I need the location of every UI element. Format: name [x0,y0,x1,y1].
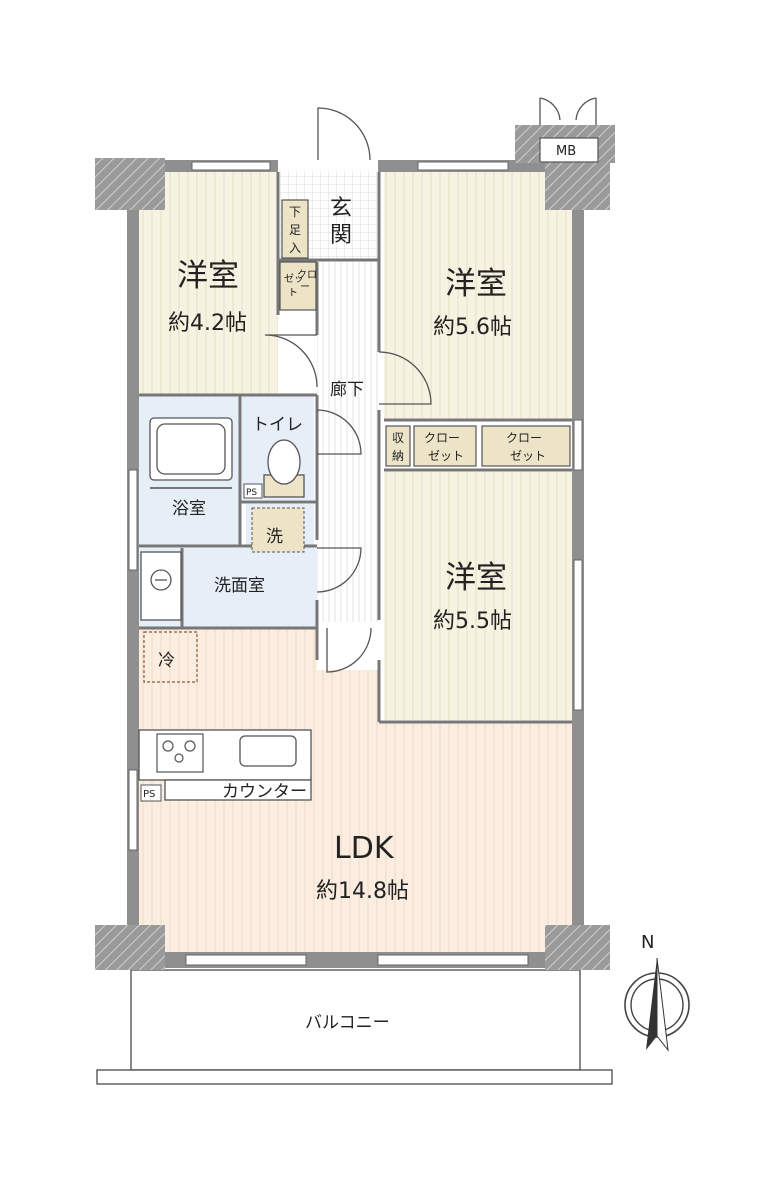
room-western2-area: 約5.6帖 [433,315,512,340]
entrance-label-1: 玄 [330,196,352,221]
washer-space [251,507,305,553]
ps-label-2: PS [143,789,155,800]
toilet-label: トイレ [252,415,303,435]
washbasin [140,551,182,621]
floor-western3 [384,472,572,720]
room-ldk-area: 約14.8帖 [316,879,409,904]
ps-box-2 [140,784,162,802]
floor-ldk [139,628,572,952]
floor-western2 [384,172,572,418]
room-western3-area: 約5.5帖 [433,609,512,634]
closet-b-label-2: ゼット [510,449,546,463]
ps-box-1 [243,483,263,499]
counter-bar [164,779,312,801]
balcony-rail [96,1069,613,1085]
room-western2-name: 洋室 [445,266,507,302]
toilet-fixture [263,439,305,498]
floor-balcony [130,969,581,1071]
room-western1-area: 約4.2帖 [168,311,247,336]
hallway-label: 廊下 [330,380,364,400]
washroom-label: 洗面室 [214,576,265,596]
bathtub [149,417,233,481]
floor-hallway [317,262,379,622]
closet-a-label-1: クロー [424,431,460,445]
shoe-box-label-3: 入 [289,241,301,255]
storage-box-label-1: 収 [392,431,404,445]
washer-label: 洗 [266,527,283,547]
windows [128,161,583,966]
balcony-label: バルコニー [305,1013,390,1033]
north-label: N [641,932,654,953]
shoe-box-label-1: 下 [289,205,301,219]
storage-box-label-2: 納 [392,449,404,463]
entrance-label-2: 関 [330,223,352,248]
counter-label: カウンター [222,782,307,802]
mb-box [539,137,599,163]
closet-small-label-1: クロ [297,269,317,281]
fridge-space [143,631,198,683]
room-western3-name: 洋室 [445,560,507,596]
closet-small-label-2: ー [300,282,310,293]
room-western1-name: 洋室 [177,258,239,294]
closet-small-label-3: ゼッ [284,273,304,285]
stove [156,733,204,773]
ps-label-1: PS [246,488,257,498]
sink [239,735,297,767]
fridge-label: 冷 [158,651,175,671]
closet-b-label-1: クロー [506,431,542,445]
mb-label: MB [556,144,576,159]
room-ldk-name: LDK [334,831,395,866]
north-compass [624,957,690,1052]
storage-fills [279,199,571,467]
doors [264,97,597,673]
closet-small-label-4: ト [288,288,298,299]
closet-a-label-2: ゼット [428,449,464,463]
bathroom-label: 浴室 [172,499,206,519]
shoe-box-label-2: 足 [289,223,301,237]
interior-walls [139,172,572,724]
